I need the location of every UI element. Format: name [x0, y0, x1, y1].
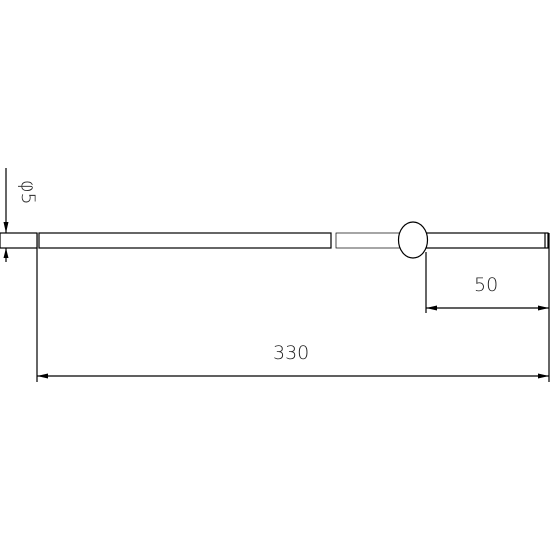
diameter-arrowhead-bottom	[3, 248, 9, 258]
diameter-dimension: φ5	[3, 168, 39, 262]
diameter-label: φ5	[17, 180, 39, 205]
dimension-50: 50	[426, 274, 549, 311]
ball	[397, 221, 429, 259]
dimension-50-label: 50	[474, 274, 498, 296]
dimension-330: 330	[37, 342, 549, 379]
rod-segment-break	[335, 232, 401, 249]
rod-segment-right	[425, 232, 549, 249]
dimension-330-arrowhead-left	[37, 373, 48, 379]
rod-left-stub	[0, 232, 38, 249]
dimension-330-label: 330	[273, 342, 309, 364]
diameter-arrowhead-top	[3, 222, 9, 233]
dimension-50-arrowhead-left	[426, 305, 437, 311]
dimension-50-arrowhead-right	[538, 305, 549, 311]
rod-segment-main	[38, 232, 332, 249]
dimension-330-arrowhead-right	[538, 373, 549, 379]
